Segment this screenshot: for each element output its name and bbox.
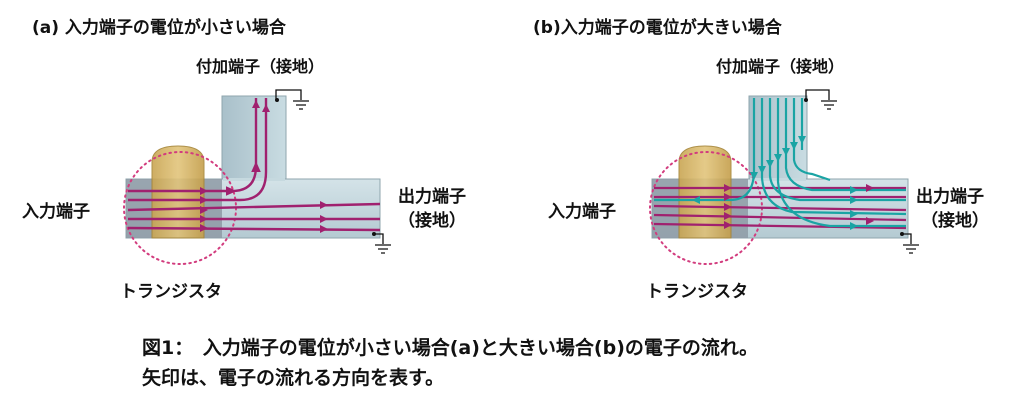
electron-path xyxy=(654,98,756,202)
arrow-down-icon xyxy=(798,136,806,144)
panel-b: (b)入力端子の電位が大きい場合 付加端子（接地） xyxy=(533,17,989,302)
arrow-right-icon xyxy=(200,224,208,232)
panel-b-output-label: 出力端子 xyxy=(916,186,984,207)
panel-b-title: (b)入力端子の電位が大きい場合 xyxy=(533,17,783,38)
gate-contact-dot xyxy=(804,98,808,102)
output-contact-dot xyxy=(900,232,904,236)
arrow-up-icon xyxy=(252,100,260,108)
arrow-right-icon xyxy=(724,221,732,229)
electron-path xyxy=(776,98,906,228)
electron-path xyxy=(784,98,906,192)
panel-a-output-sublabel: （接地） xyxy=(398,210,466,231)
electron-arrows-a xyxy=(200,100,328,233)
panel-b-gate-label: 付加端子（接地） xyxy=(716,57,844,76)
electron-path xyxy=(653,222,907,230)
electron-path xyxy=(128,98,261,196)
arrow-right-icon xyxy=(320,225,328,233)
electron-arrows-b-teal xyxy=(692,136,858,230)
electron-path xyxy=(768,98,906,202)
vertical-channel xyxy=(221,95,287,187)
arrow-down-icon xyxy=(758,166,766,174)
arrow-right-icon xyxy=(320,215,328,223)
gate-contact-dot xyxy=(275,98,279,102)
arrow-right-icon xyxy=(724,212,732,220)
electron-paths-a xyxy=(127,98,381,232)
output-contact-dot xyxy=(372,232,376,236)
panel-a-title: (a) 入力端子の電位が小さい場合 xyxy=(32,17,287,38)
arrow-right-icon xyxy=(850,196,858,204)
electron-paths-b-magenta xyxy=(653,186,907,230)
electron-paths-b-teal xyxy=(654,98,907,228)
arrow-right-icon xyxy=(850,210,858,218)
arrow-right-icon xyxy=(850,186,858,194)
electron-arrows-b-magenta xyxy=(724,184,874,229)
arrow-down-icon xyxy=(774,154,782,162)
arrow-down-icon xyxy=(766,160,774,168)
figure-caption: 図1： 入力端子の電位が小さい場合(a)と大きい場合(b)の電子の流れ。 矢印は… xyxy=(142,333,1002,393)
panel-a-gate-label: 付加端子（接地） xyxy=(196,57,324,76)
ground-icon xyxy=(805,89,837,110)
electron-path xyxy=(792,98,831,182)
ground-icon xyxy=(902,233,919,254)
panel-b-output-sublabel: （接地） xyxy=(921,210,989,231)
arrow-right-icon xyxy=(320,201,328,209)
arrow-right-icon xyxy=(850,222,858,230)
panel-a-transistor-label: トランジスタ xyxy=(120,282,222,302)
arrow-down-icon xyxy=(790,142,798,150)
panel-b-input-label: 入力端子 xyxy=(548,201,616,222)
arrow-right-icon xyxy=(200,196,208,204)
electron-path xyxy=(128,98,268,202)
caption-line-2: 矢印は、電子の流れる方向を表す。 xyxy=(142,367,445,389)
arrow-right-icon xyxy=(866,217,874,225)
arrow-right-icon xyxy=(724,193,732,201)
panel-a-input-label: 入力端子 xyxy=(22,201,90,222)
arrow-down-icon xyxy=(750,172,758,180)
arrow-right-icon xyxy=(200,206,208,214)
arrow-right-icon xyxy=(724,203,732,211)
ground-icon xyxy=(374,233,391,254)
arrow-down-icon xyxy=(782,148,790,156)
arrow-up-icon xyxy=(262,104,270,112)
panel-a-output-label: 出力端子 xyxy=(398,186,466,207)
electron-path xyxy=(127,226,381,232)
ground-icon xyxy=(275,89,309,110)
panel-a: (a) 入力端子の電位が小さい場合 付加端子（接地） xyxy=(22,17,466,302)
diagram-svg: (a) 入力端子の電位が小さい場合 付加端子（接地） xyxy=(22,17,989,302)
caption-line-1: 図1： 入力端子の電位が小さい場合(a)と大きい場合(b)の電子の流れ。 xyxy=(142,337,759,359)
arrow-right-icon xyxy=(200,215,208,223)
electron-path xyxy=(653,213,907,222)
arrow-left-icon xyxy=(692,196,700,204)
electron-path xyxy=(127,202,381,212)
arrow-right-icon xyxy=(200,187,208,195)
arrow-right-icon xyxy=(866,184,874,192)
panel-b-transistor-label: トランジスタ xyxy=(646,282,748,302)
arrow-right-icon xyxy=(724,184,732,192)
